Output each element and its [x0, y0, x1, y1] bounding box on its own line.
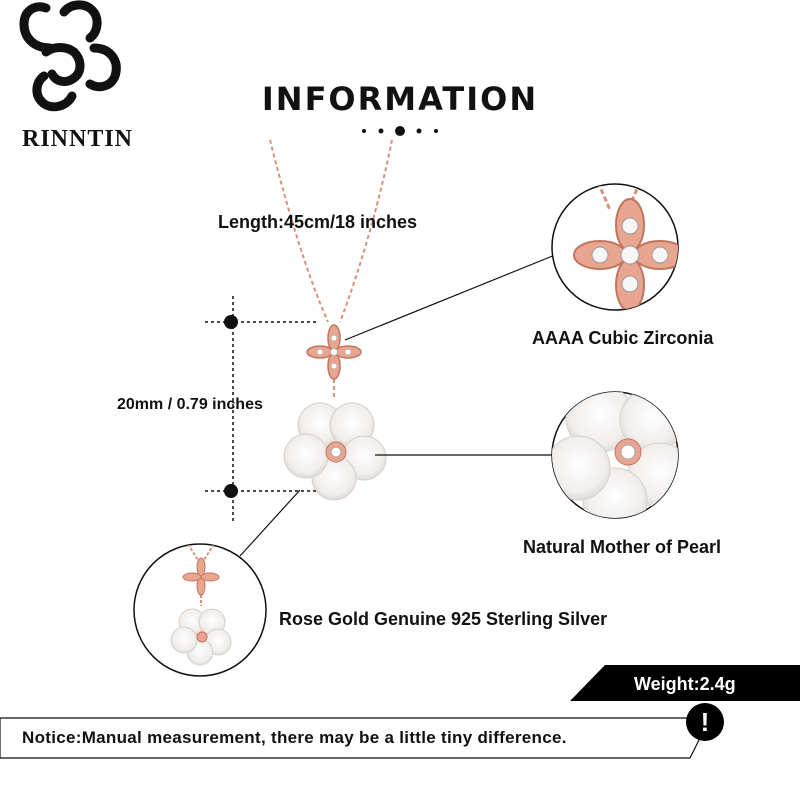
weight-banner: [570, 665, 800, 701]
exclamation-mark: !: [700, 707, 710, 737]
pager-dots: [362, 126, 438, 136]
dimension-top-marker: [224, 315, 238, 329]
notice-text: Notice:Manual measurement, there may be …: [22, 728, 567, 747]
brand-name: RINNTIN: [22, 126, 134, 152]
necklace-chain: [269, 139, 393, 398]
pearl-label: Natural Mother of Pearl: [523, 537, 722, 557]
exclamation-icon: [686, 703, 724, 741]
notice-frame: [0, 717, 711, 759]
page-title: INFORMATION: [261, 80, 539, 118]
length-label: Length:45cm/18 inches: [218, 212, 418, 232]
pearl-closeup: [551, 391, 679, 519]
zirconia-closeup: [551, 183, 679, 311]
weight-label: Weight:2.4g: [634, 674, 736, 694]
pendant-size-label: 20mm / 0.79 inches: [117, 396, 263, 413]
stone-label: AAAA Cubic Zirconia: [532, 328, 714, 348]
pearl-flower: [283, 402, 387, 501]
clover-knot-logo: [19, 0, 121, 112]
dimension-bottom-marker: [224, 484, 238, 498]
clover-pendant: [306, 324, 362, 380]
material-label: Rose Gold Genuine 925 Sterling Silver: [279, 609, 608, 629]
pendant-closeup: [133, 543, 267, 677]
callout-lines: [239, 254, 556, 557]
